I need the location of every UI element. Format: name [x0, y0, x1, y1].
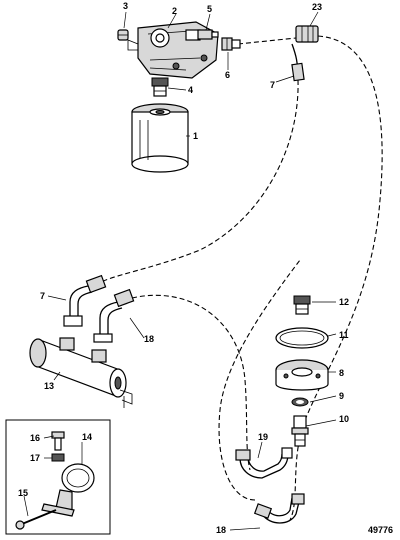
label-part-7-upper: 7 [270, 80, 275, 90]
label-part-8: 8 [339, 368, 344, 378]
label-part-7-lower: 7 [40, 291, 45, 301]
nipple-part-10 [291, 415, 309, 447]
label-part-19: 19 [258, 432, 268, 442]
label-part-5: 5 [207, 4, 212, 14]
label-part-16: 16 [30, 433, 40, 443]
label-part-13: 13 [44, 381, 54, 391]
adapter-part-4 [151, 77, 169, 97]
hose-part-19 [235, 447, 293, 479]
hose-end-part-7-upper [291, 43, 305, 82]
label-part-23: 23 [312, 2, 322, 12]
oil-filter-part-1 [131, 103, 189, 173]
plug-part-12 [293, 295, 311, 315]
nut-part-17 [51, 453, 65, 462]
label-part-18-lower: 18 [216, 525, 226, 535]
bolt-part-16 [51, 431, 65, 451]
hose-7-run [95, 79, 299, 286]
clamp-part-14 [41, 463, 95, 517]
label-part-3: 3 [123, 1, 128, 11]
figure-number: 49776 [368, 525, 393, 535]
hose-end-part-18-upper [93, 288, 135, 343]
label-part-14: 14 [82, 432, 92, 442]
oil-cooler-part-13 [29, 337, 133, 408]
label-part-10: 10 [339, 414, 349, 424]
screw-part-15 [15, 509, 57, 530]
hose-lines [95, 35, 383, 521]
fitting-part-6 [221, 37, 241, 51]
hose-18-lower-run [218, 259, 301, 501]
label-part-9: 9 [339, 391, 344, 401]
leader-lines [23, 11, 337, 531]
adapter-part-8 [275, 359, 329, 391]
ring-part-11 [275, 327, 329, 349]
oring-part-9 [291, 397, 309, 407]
hose-6-to-23 [237, 37, 297, 45]
hose-part-18-lower [253, 493, 305, 524]
plug-part-3 [117, 29, 129, 41]
label-part-18-upper: 18 [144, 334, 154, 344]
label-part-6: 6 [225, 70, 230, 80]
hose-23-long [289, 35, 383, 521]
hose-end-part-7-lower [63, 274, 107, 327]
hose-18-run [131, 294, 251, 471]
bracket-inset [5, 419, 111, 535]
label-part-2: 2 [172, 6, 177, 16]
fitting-part-23 [295, 25, 319, 43]
part-labels: 3 2 5 23 6 7 4 1 7 18 13 12 11 8 9 10 19… [18, 1, 393, 535]
label-part-11: 11 [339, 330, 349, 340]
label-part-17: 17 [30, 453, 40, 463]
fitting-part-5 [197, 29, 219, 40]
label-part-15: 15 [18, 488, 28, 498]
label-part-4: 4 [188, 85, 193, 95]
label-part-1: 1 [193, 131, 198, 141]
label-part-12: 12 [339, 297, 349, 307]
